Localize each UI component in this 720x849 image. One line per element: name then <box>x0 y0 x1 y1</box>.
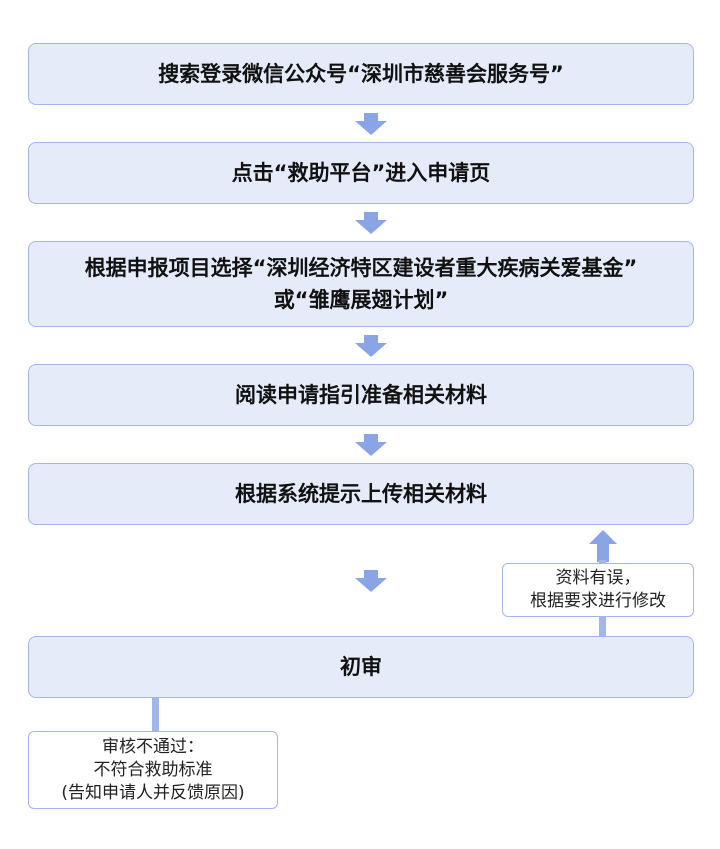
return-connector-bottom <box>599 616 606 637</box>
step-read-guide: 阅读申请指引准备相关材料 <box>28 364 694 426</box>
step-text: 阅读申请指引准备相关材料 <box>235 383 487 407</box>
step-open-platform: 点击“救助平台”进入申请页 <box>28 142 694 204</box>
reject-note: 审核不通过： 不符合救助标准 (告知申请人并反馈原因) <box>28 731 278 809</box>
step-initial-review: 初审 <box>28 636 694 698</box>
down-arrow-icon <box>355 434 387 456</box>
note-line-2: 不符合救助标准 <box>93 759 213 780</box>
step-text-line-2: 或“雏鹰展翅计划” <box>273 288 449 312</box>
step-text-line-1: 根据申报项目选择“深圳经济特区建设者重大疾病关爱基金” <box>84 256 638 280</box>
note-line-3: (告知申请人并反馈原因) <box>61 782 245 803</box>
up-arrow-icon <box>589 530 617 562</box>
step-search-account: 搜索登录微信公众号“深圳市慈善会服务号” <box>28 43 694 105</box>
return-note: 资料有误， 根据要求进行修改 <box>502 563 694 617</box>
step-text: 点击“救助平台”进入申请页 <box>231 161 491 185</box>
step-text: 搜索登录微信公众号“深圳市慈善会服务号” <box>158 62 564 86</box>
step-text: 初审 <box>340 655 382 679</box>
step-text: 根据系统提示上传相关材料 <box>235 482 487 506</box>
note-line-2: 根据要求进行修改 <box>530 591 666 611</box>
step-upload-materials: 根据系统提示上传相关材料 <box>28 463 694 525</box>
down-arrow-icon <box>355 570 387 592</box>
reject-connector <box>152 698 159 732</box>
note-line-1: 资料有误， <box>555 568 641 588</box>
return-connector-top <box>599 560 606 564</box>
note-line-1: 审核不通过： <box>102 736 204 757</box>
down-arrow-icon <box>355 212 387 234</box>
down-arrow-icon <box>355 113 387 135</box>
down-arrow-icon <box>355 335 387 357</box>
step-select-project: 根据申报项目选择“深圳经济特区建设者重大疾病关爱基金” 或“雏鹰展翅计划” <box>28 241 694 327</box>
